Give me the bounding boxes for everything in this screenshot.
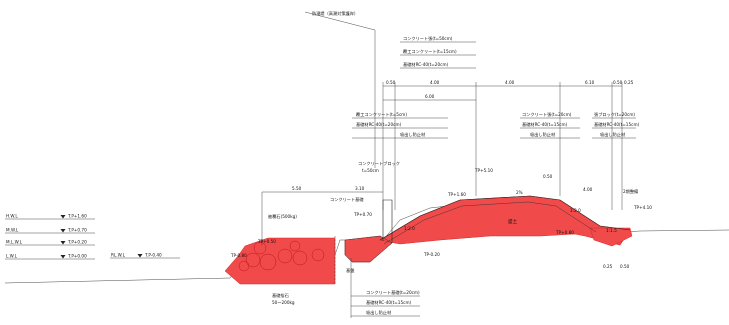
- water-level-name: M.L.W.L: [6, 240, 23, 245]
- level-left-top: TP+0.50: [257, 239, 276, 244]
- foundation-outline: [344, 235, 393, 263]
- label-bottom-concrete: コンクリート基礎(t=20cm): [366, 289, 420, 296]
- water-level-triangle-icon: [60, 215, 66, 219]
- label-concrete-block: コンクリートブロック: [358, 160, 400, 167]
- label-cover-concrete: 覆工コンクリート(t=15cm): [403, 49, 457, 55]
- label-fill: 盛土: [508, 218, 518, 225]
- dim-top-e: 0.50: [613, 80, 623, 85]
- label-right-tag: 2期整備: [623, 188, 638, 195]
- armor-stones: [238, 240, 325, 272]
- water-level-name: RL.W.L: [111, 253, 126, 258]
- parapet-wall: [382, 199, 393, 243]
- label-concrete-foundation: コンクリート基礎: [330, 196, 364, 203]
- embankment-outline: [379, 195, 631, 241]
- water-level-value: T.P-0.40: [144, 253, 162, 258]
- water-level-value: T.P+0.00: [67, 254, 87, 259]
- label-foundation-tag: 基盤: [346, 267, 355, 273]
- dim-mid: 6.00: [425, 94, 435, 99]
- label-base-left: 基礎材RC-40(t=20cm): [356, 121, 402, 128]
- dim-top-a: 0.50: [386, 80, 396, 85]
- label-bottom-backfill: 吸出し防止材: [366, 309, 391, 316]
- dim-top-f: 0.25: [624, 80, 634, 85]
- label-block-right: 張ブロック(t=20cm): [594, 111, 635, 118]
- dim-top-b: 4.00: [430, 80, 440, 85]
- level-far-right: TP+4.10: [633, 205, 652, 210]
- slope-3: 1:1.5: [606, 228, 617, 233]
- dim-right-b: 4.00: [583, 187, 593, 192]
- level-crest-2: TP+5.10: [474, 168, 493, 173]
- water-level-name: H.W.L: [6, 214, 18, 219]
- dim-top-c: 6.10: [585, 80, 595, 85]
- level-crest: TP+1.60: [447, 192, 466, 197]
- slope-2: 1:2.0: [570, 208, 581, 213]
- water-level-triangle-icon: [60, 241, 66, 245]
- label-base-far-right: 基礎材RC-40(t=15cm): [594, 121, 640, 128]
- label-bottom-base: 基礎材RC-40(t=15cm): [366, 299, 412, 306]
- title-leader: 防潮堤（高潮対策護岸）: [312, 10, 358, 17]
- dim-top-d: 4.00: [505, 80, 515, 85]
- water-level-name: M.W.L: [6, 228, 19, 233]
- label-backfill-far-right: 吸出し防止材: [600, 131, 625, 138]
- water-level-triangle-icon: [60, 229, 66, 233]
- dim-small-b: 0.50: [620, 264, 630, 269]
- slope-1: 1:2.0: [404, 226, 415, 231]
- label-base-stone-top: 基礎材RC-40(t=20cm): [403, 61, 449, 68]
- label-armor-stone: 被覆石(500kg): [268, 213, 297, 220]
- embankment-inner: [383, 201, 597, 245]
- label-cover-left: 覆工コンクリート(t=5cm): [356, 112, 407, 118]
- leader-lines: [261, 11, 636, 318]
- water-level-value: T.P+1.60: [67, 214, 87, 219]
- label-armor-stone-2-size: 50〜200kg: [272, 300, 295, 305]
- water-level-value: T.P+0.70: [67, 228, 87, 233]
- water-level-value: T.P+0.20: [67, 240, 87, 245]
- water-level-triangle-icon: [60, 255, 66, 259]
- percent: 2%: [516, 190, 523, 195]
- water-level-triangle-icon: [137, 254, 143, 258]
- dim-small-a: 0.25: [603, 264, 613, 269]
- label-backfill-right: 吸出し防止材: [530, 131, 555, 138]
- label-backfill-left: 吸出し防止材: [400, 131, 425, 138]
- water-level-name: L.W.L: [6, 254, 18, 259]
- label-slope-right: コンクリート張(t=20cm): [522, 112, 572, 118]
- label-armor-stone-2: 基礎捨石: [272, 292, 289, 299]
- level-mid: TP+0.70: [353, 212, 372, 217]
- water-levels: H.W.L T.P+1.60M.W.L T.P+0.70M.L.W.L T.P+0.2…: [5, 214, 180, 260]
- label-concrete-block-size: t=50cm: [362, 168, 379, 173]
- toe-fill-right: [589, 227, 633, 247]
- level-toe: TP-0.20: [423, 252, 440, 257]
- label-base-right: 基礎材RC-40(t=15cm): [522, 121, 568, 128]
- label-top-concrete: コンクリート張(t=50cm): [403, 36, 453, 42]
- dim-right-a: 0.50: [543, 174, 553, 179]
- level-left: TP-0.80: [230, 253, 247, 258]
- dim-left: 5.50: [292, 186, 302, 191]
- dim-left-2: 3.10: [355, 186, 365, 191]
- level-right: TP+0.80: [555, 230, 574, 235]
